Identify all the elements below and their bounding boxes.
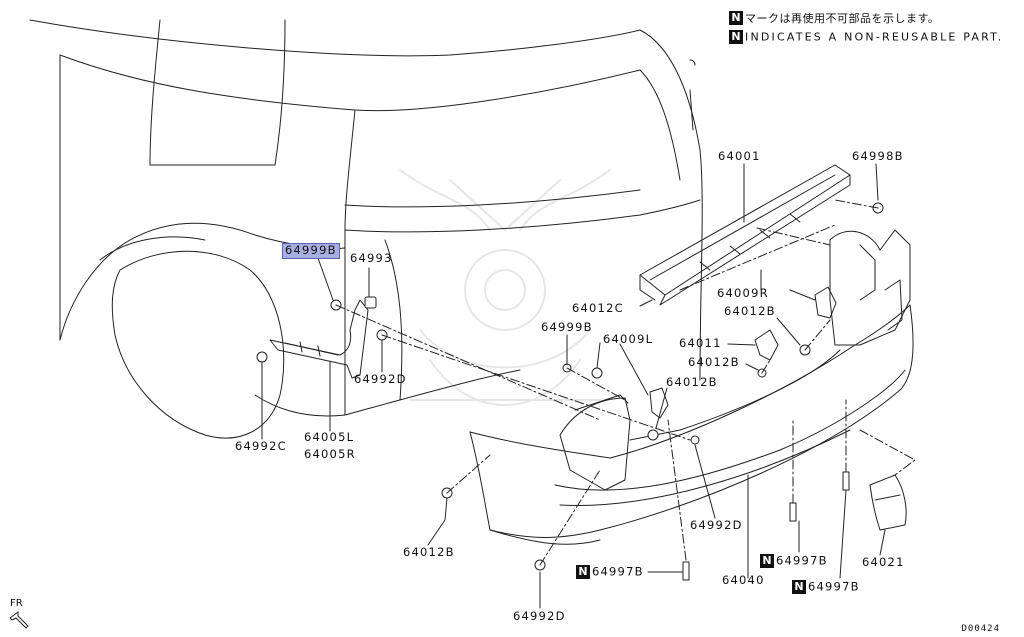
- callout-64001[interactable]: 64001: [718, 149, 761, 163]
- front-direction-label: FR: [10, 598, 23, 609]
- callout-64040[interactable]: 64040: [722, 573, 765, 587]
- side-bracket-shape: [269, 299, 369, 379]
- callout-64993[interactable]: 64993: [350, 251, 393, 265]
- callout-64999B-mid[interactable]: 64999B: [541, 320, 593, 334]
- watermark-emblem: [399, 169, 611, 406]
- non-reusable-mark: N: [729, 30, 743, 44]
- non-reusable-mark: N: [729, 11, 743, 25]
- callout-64999B-highlighted[interactable]: 64999B: [282, 243, 340, 259]
- callout-64009L[interactable]: 64009L: [603, 332, 654, 346]
- callout-64012C[interactable]: 64012C: [572, 301, 624, 315]
- callout-64021[interactable]: 64021: [862, 555, 905, 569]
- callout-64005R[interactable]: 64005R: [304, 447, 356, 461]
- callout-64012B-center[interactable]: 64012B: [666, 375, 718, 389]
- non-reusable-mark: N: [760, 553, 774, 568]
- callout-64992C[interactable]: 64992C: [235, 439, 287, 453]
- callout-64012B-right[interactable]: 64012B: [724, 304, 776, 318]
- front-direction-arrow: [9, 611, 29, 629]
- callout-64012B-bottom[interactable]: 64012B: [403, 545, 455, 559]
- callout-64998B[interactable]: 64998B: [852, 149, 904, 163]
- mudguard-shape: [869, 474, 907, 531]
- alignment-lines: [335, 199, 916, 566]
- legend-japanese-text: マークは再使用不可部品を示します。: [745, 12, 940, 25]
- callout-64992D-left[interactable]: 64992D: [354, 372, 407, 386]
- stay-brackets-shape: [649, 286, 837, 419]
- callout-64012B-mid[interactable]: 64012B: [688, 355, 740, 369]
- rear-bumper-fascia-shape: [469, 229, 914, 545]
- callout-64009R[interactable]: 64009R: [717, 286, 769, 300]
- callout-64011[interactable]: 64011: [679, 336, 722, 350]
- non-reusable-mark: N: [576, 564, 590, 579]
- callout-64992D-bottom[interactable]: 64992D: [513, 609, 566, 623]
- drawing-code: D00424: [961, 624, 1000, 634]
- non-reusable-mark: N: [792, 579, 806, 594]
- leader-lines: [261, 163, 886, 609]
- callout-64992D-center[interactable]: 64992D: [690, 518, 743, 532]
- bumper-reinforcement-shape: [639, 164, 851, 306]
- legend-english-text: INDICATES A NON-REUSABLE PART.: [745, 30, 1004, 44]
- callout-64005L[interactable]: 64005L: [304, 430, 355, 444]
